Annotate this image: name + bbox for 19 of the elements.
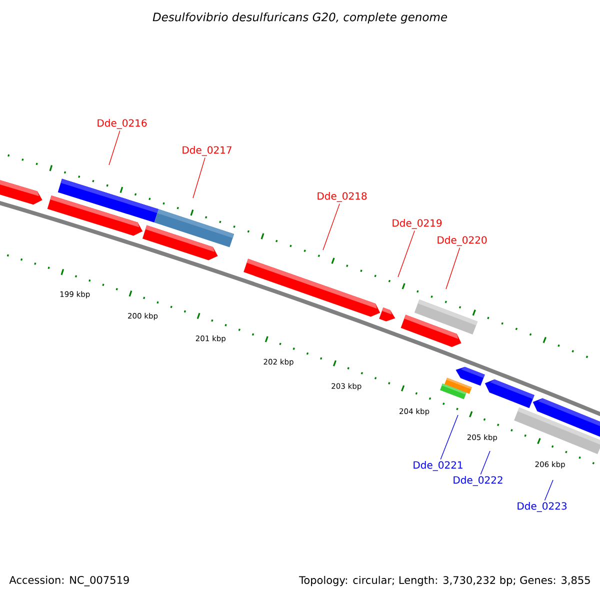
title: Desulfovibrio desulfuricans G20, complete genome (152, 12, 448, 24)
gene-label: Dde_0221 (414, 461, 462, 471)
genome-stats-text: Topology: circular; Length: 3,730,232 bp; Genes: 3,855 (299, 576, 590, 586)
gene-label: Dde_0217 (182, 146, 232, 156)
gene-label: Dde_0219 (392, 219, 442, 229)
leader-line (108, 130, 120, 166)
leader-line (544, 480, 554, 501)
gene-label: Dde_0223 (518, 502, 567, 512)
leader-line (398, 230, 415, 278)
leader-line (480, 450, 490, 475)
gene-label: Dde_0216 (98, 119, 147, 129)
leader-line (440, 414, 458, 460)
gene-label: Dde_0220 (438, 236, 487, 246)
leader-line (322, 203, 340, 250)
leader-line (192, 157, 206, 198)
gene-label: Dde_0222 (454, 476, 502, 486)
gene-label: Dde_0218 (318, 192, 367, 202)
leader-line (446, 247, 460, 290)
accession-text: Accession: NC_007519 (9, 576, 129, 586)
